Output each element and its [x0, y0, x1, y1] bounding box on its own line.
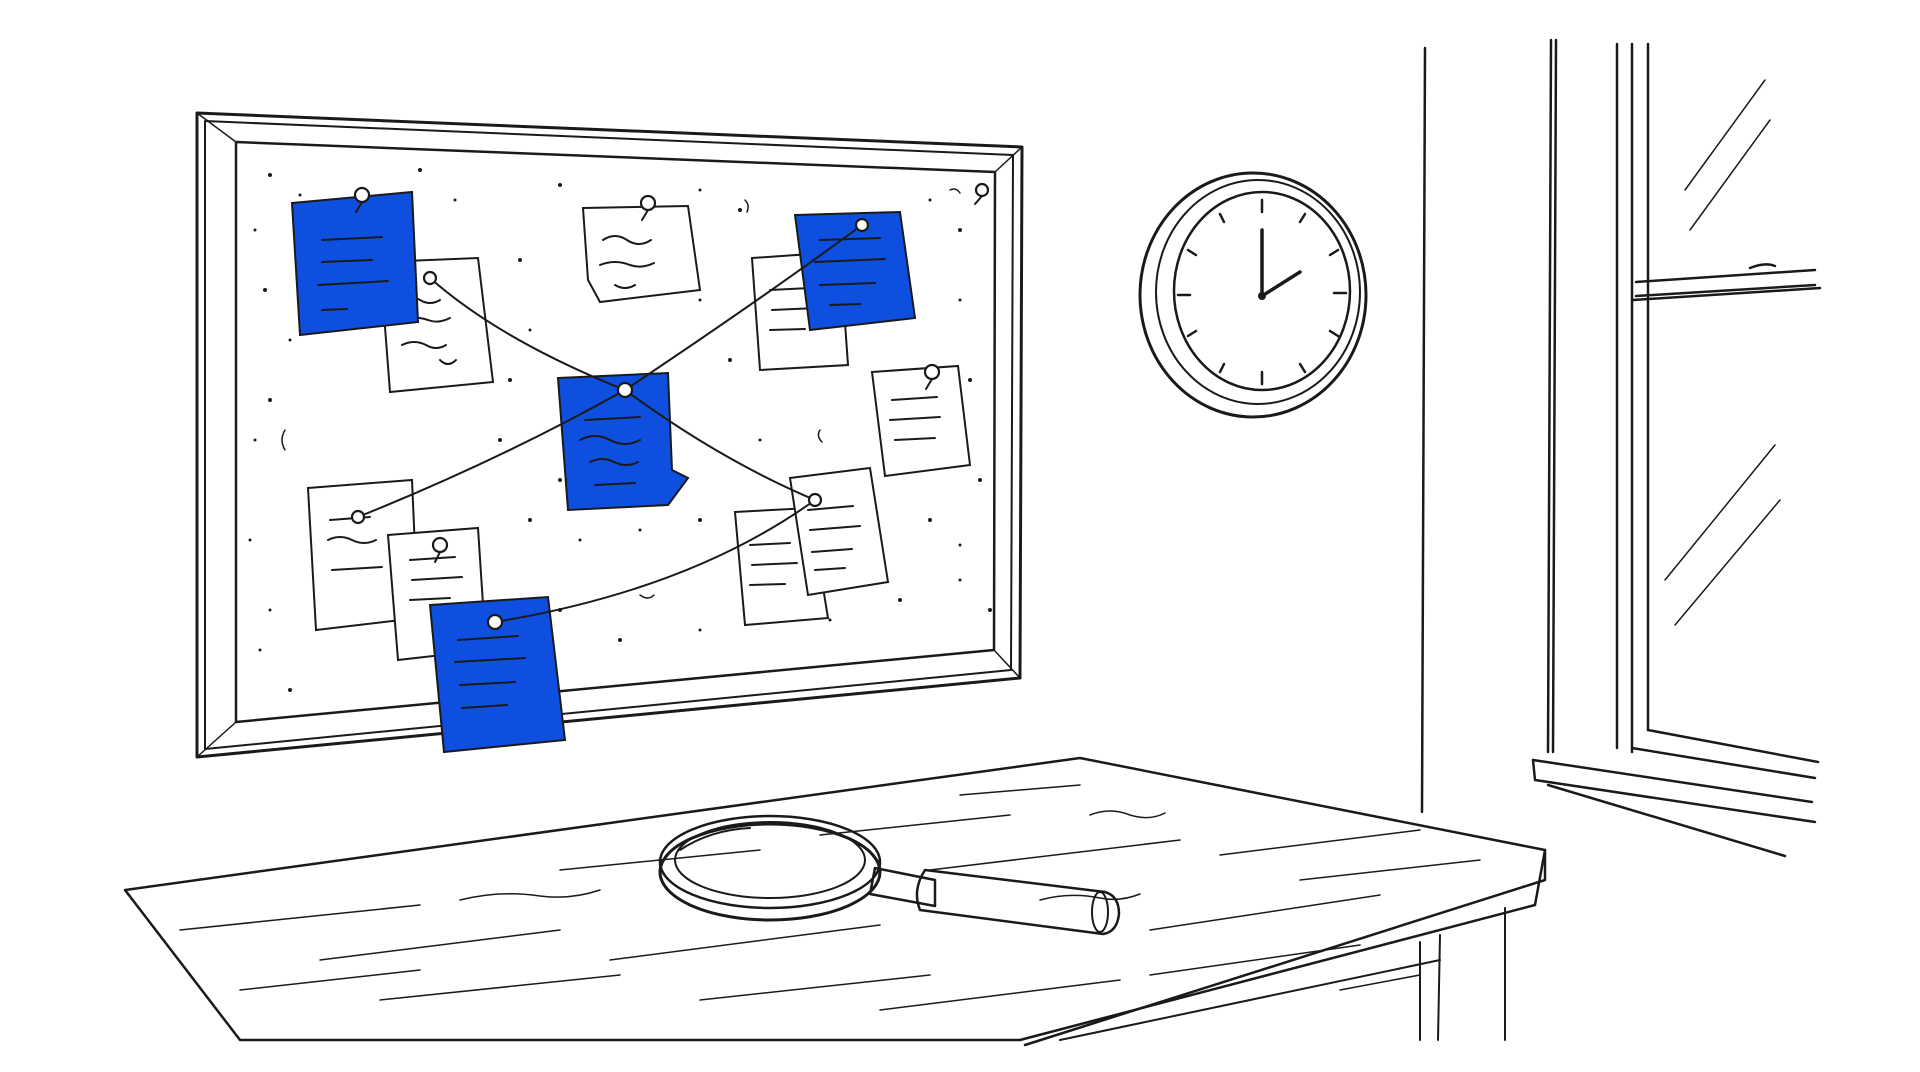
white-note: [788, 466, 890, 597]
magnifying-glass-icon: [658, 814, 1121, 936]
white-note: [581, 204, 702, 304]
desk: [123, 756, 1547, 1047]
blue-note: [290, 190, 420, 337]
window: [1531, 42, 1822, 858]
blue-note: [793, 210, 917, 332]
notes: [290, 190, 972, 754]
blue-note: [428, 595, 567, 754]
connecting-strings: [357, 224, 863, 623]
blue-note: [556, 371, 690, 512]
wood-grain: [179, 784, 1481, 1011]
pins: [350, 182, 990, 631]
corkboard: [195, 111, 1024, 759]
wall-edges: [1420, 38, 1558, 814]
white-note: [870, 364, 972, 478]
wall-clock-icon: [1138, 171, 1368, 419]
